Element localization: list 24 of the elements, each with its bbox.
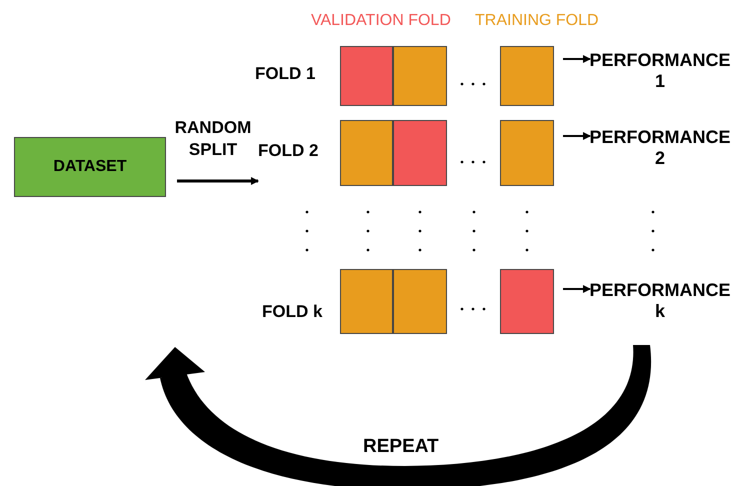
performance-label: PERFORMANCE 1 (590, 36, 730, 106)
fold-box (500, 269, 554, 334)
performance-label: PERFORMANCE k (590, 266, 730, 336)
repeat-label: REPEAT (363, 436, 439, 458)
arrow (177, 177, 259, 185)
arrow (563, 285, 591, 293)
arrow (563, 132, 591, 140)
fold-label: FOLD 1 (255, 64, 316, 84)
fold-label: FOLD k (262, 302, 322, 322)
fold-box (340, 269, 393, 334)
fold-box (500, 46, 554, 106)
edge-label: RANDOM SPLIT (174, 117, 252, 161)
fold-box (500, 120, 554, 186)
fold-label: FOLD 2 (258, 141, 318, 161)
legend-text: TRAINING FOLD (475, 12, 599, 30)
performance-label: PERFORMANCE 2 (590, 113, 730, 183)
fold-box (340, 120, 393, 186)
arrow (563, 55, 591, 63)
fold-box (393, 46, 447, 106)
legend-text: VALIDATION FOLD (311, 12, 451, 30)
fold-box (340, 46, 393, 106)
fold-box (393, 120, 447, 186)
dataset-box: DATASET (14, 137, 166, 197)
fold-box (393, 269, 447, 334)
